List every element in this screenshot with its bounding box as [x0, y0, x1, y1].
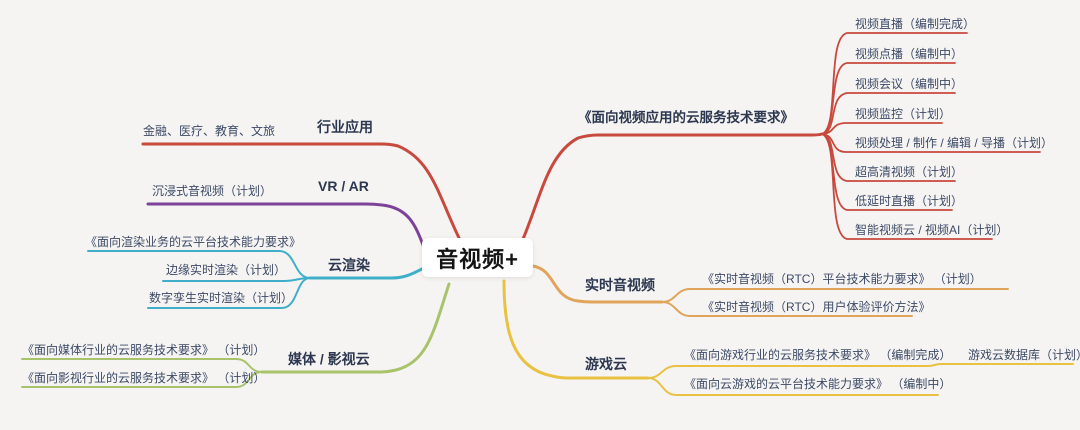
connector-rtc-child2 [661, 301, 913, 317]
node-rtc-platform-doc[interactable]: 《实时音视频（RTC）平台技术能力要求》 （计划） [702, 272, 982, 286]
connector-videodoc-leaf3 [821, 92, 956, 135]
central-topic[interactable]: 音视频+ [422, 238, 533, 277]
node-rtc-ux-doc[interactable]: 《实时音视频（RTC）用户体验评价方法》 [702, 300, 931, 314]
connector-rtc [531, 264, 664, 304]
node-immersive-av[interactable]: 沉浸式音视频（计划） [152, 184, 273, 198]
branch-vr-ar[interactable]: VR / AR [318, 178, 369, 194]
node-game-industry-doc[interactable]: 《面向游戏行业的云服务技术要求》 （编制完成） [684, 348, 952, 362]
node-digital-twin-rendering[interactable]: 数字孪生实时渲染（计划） [149, 291, 294, 305]
branch-cloud-rendering[interactable]: 云渲染 [328, 257, 370, 273]
connector-media [260, 282, 451, 374]
connector-industry [141, 142, 462, 242]
branch-video-cloud-doc[interactable]: 《面向视频应用的云服务技术要求》 [578, 110, 794, 125]
connector-vrar [146, 202, 427, 252]
branch-realtime-av[interactable]: 实时音视频 [585, 277, 655, 293]
connector-cloudrender [308, 266, 426, 280]
branch-media-film-cloud[interactable]: 媒体 / 影视云 [288, 351, 370, 367]
node-video-surveillance[interactable]: 视频监控（计划） [855, 107, 952, 121]
node-intelligent-video-ai[interactable]: 智能视频云 / 视频AI（计划） [855, 223, 1009, 237]
node-video-conference[interactable]: 视频会议（编制中） [855, 77, 964, 91]
connector-videodoc-leaf6 [821, 133, 956, 182]
connector-media-child2 [21, 371, 263, 388]
connector-videodoc-leaf8 [821, 133, 993, 240]
node-video-processing[interactable]: 视频处理 / 制作 / 编辑 / 导播（计划） [855, 136, 1054, 150]
connector-cloudrender-child3 [147, 277, 311, 309]
connector-gamecloud-child1 [647, 363, 1074, 379]
branch-game-cloud[interactable]: 游戏云 [585, 356, 627, 372]
node-low-latency-live[interactable]: 低延时直播（计划） [855, 194, 964, 208]
connector-gamecloud-child2 [647, 377, 939, 396]
node-rendering-doc[interactable]: 《面向渲染业务的云平台技术能力要求》 [85, 235, 302, 249]
node-edge-realtime-rendering[interactable]: 边缘实时渲染（计划） [166, 263, 287, 277]
node-uhd-video[interactable]: 超高清视频（计划） [855, 165, 964, 179]
node-film-industry-doc[interactable]: 《面向影视行业的云服务技术要求》 （计划） [22, 371, 266, 385]
connector-videodoc [521, 132, 824, 241]
node-cloud-gaming-doc[interactable]: 《面向云游戏的云平台技术能力要求》 （编制中） [684, 377, 952, 391]
node-game-cloud-database[interactable]: 游戏云数据库（计划） [968, 348, 1080, 362]
branch-industry-applications[interactable]: 行业应用 [317, 119, 373, 135]
connector-videodoc-leaf2 [821, 62, 956, 135]
connector-cloudrender-child1 [87, 250, 311, 279]
node-media-industry-doc[interactable]: 《面向媒体行业的云服务技术要求》 （计划） [22, 343, 266, 357]
node-video-live[interactable]: 视频直播（编制完成） [855, 17, 976, 31]
connector-videodoc-leaf4 [821, 122, 943, 135]
connector-gamecloud [502, 279, 650, 380]
connector-cloudrender-child2 [162, 277, 311, 282]
node-industry-sectors[interactable]: 金融、医疗、教育、文旅 [143, 124, 276, 138]
node-video-on-demand[interactable]: 视频点播（编制中） [855, 47, 964, 61]
